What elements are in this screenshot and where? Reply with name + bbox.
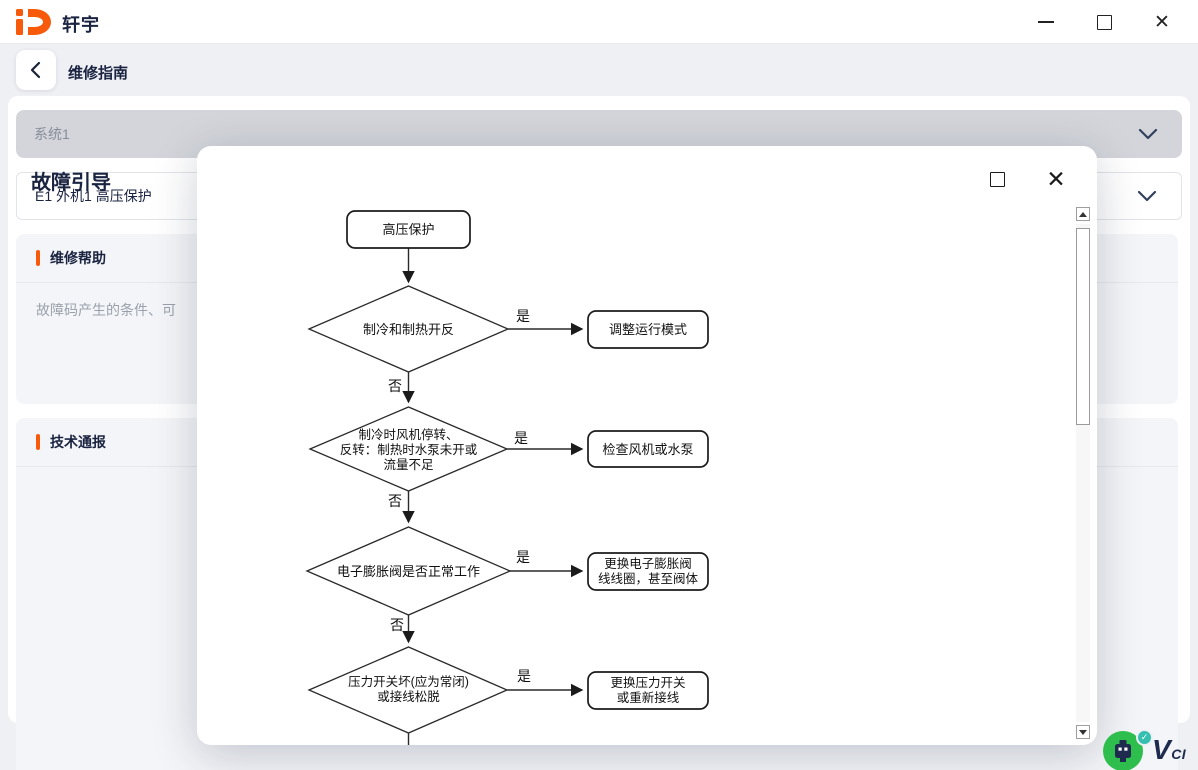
vci-status: ✓ VCI — [1100, 727, 1192, 770]
flow-decision-2: 制冷时风机停转、 反转：制热时水泵未开或 流量不足 — [308, 406, 509, 492]
flow-decision-1: 制冷和制热开反 — [307, 285, 510, 373]
no-label: 否 — [390, 617, 404, 633]
modal-close-button[interactable]: ✕ — [1043, 166, 1069, 192]
vci-connection-button[interactable]: ✓ — [1103, 729, 1153, 770]
svg-text:压力开关坏(应为常闭): 压力开关坏(应为常闭) — [348, 674, 469, 689]
yes-label: 是 — [516, 308, 530, 324]
maximize-icon — [989, 171, 1005, 187]
usb-plug-icon — [1115, 740, 1131, 762]
svg-text:高压保护: 高压保护 — [382, 222, 434, 237]
svg-text:更换电子膨胀阀: 更换电子膨胀阀 — [604, 557, 692, 571]
svg-text:检查风机或水泵: 检查风机或水泵 — [602, 442, 693, 457]
svg-text:反转：制热时水泵未开或: 反转：制热时水泵未开或 — [340, 442, 478, 457]
fault-flowchart: 高压保护 制冷和制热开反 调整运行模式 制冷时风机停转、 反转：制热时水泵未开或… — [305, 210, 709, 745]
back-button[interactable] — [16, 50, 56, 90]
svg-text:调整运行模式: 调整运行模式 — [609, 322, 687, 337]
vci-logo: VCI — [1152, 734, 1187, 765]
svg-text:或接线松脱: 或接线松脱 — [377, 689, 440, 704]
titlebar: 轩宇 ✕ — [0, 0, 1198, 44]
svg-text:制冷和制热开反: 制冷和制热开反 — [363, 322, 454, 337]
flow-node-start: 高压保护 — [346, 210, 471, 249]
no-label: 否 — [388, 493, 402, 509]
connected-check-icon: ✓ — [1136, 729, 1153, 746]
window-close-button[interactable]: ✕ — [1140, 0, 1184, 44]
svg-text:线线圈，甚至阀体: 线线圈，甚至阀体 — [598, 572, 699, 586]
yes-label: 是 — [514, 430, 528, 446]
system-dropdown-label: 系统1 — [34, 126, 70, 142]
close-icon: ✕ — [1154, 11, 1170, 33]
flow-result-4: 更换压力开关 或重新接线 — [587, 671, 709, 710]
svg-text:流量不足: 流量不足 — [383, 458, 434, 472]
flow-result-2: 检查风机或水泵 — [587, 430, 709, 468]
brand-logo-icon — [16, 9, 51, 35]
window-minimize-button[interactable] — [1024, 0, 1068, 44]
svg-text:或重新接线: 或重新接线 — [617, 690, 680, 705]
chevron-down-icon — [1137, 190, 1157, 202]
chevron-left-icon — [30, 61, 41, 79]
repair-help-body: 故障码产生的条件、可 — [36, 302, 176, 318]
yes-label: 是 — [516, 549, 530, 565]
orange-marker — [36, 434, 40, 450]
flow-decision-3: 电子膨胀阀是否正常工作 — [305, 526, 512, 616]
svg-text:制冷时风机停转、: 制冷时风机停转、 — [358, 427, 458, 442]
scroll-up-icon — [1079, 211, 1087, 217]
brand-name: 轩宇 — [62, 15, 100, 35]
yes-label: 是 — [517, 668, 531, 684]
chevron-down-icon — [1138, 128, 1158, 140]
minimize-icon — [1038, 21, 1054, 23]
repair-help-title: 维修帮助 — [50, 250, 106, 266]
page-title: 维修指南 — [68, 65, 129, 82]
flow-result-3: 更换电子膨胀阀 线线圈，甚至阀体 — [587, 552, 709, 591]
flow-result-1: 调整运行模式 — [587, 310, 709, 349]
orange-marker — [36, 250, 40, 266]
no-label: 否 — [388, 378, 402, 394]
modal-maximize-button[interactable] — [986, 168, 1008, 190]
svg-text:电子膨胀阀是否正常工作: 电子膨胀阀是否正常工作 — [337, 564, 480, 579]
scrollbar-thumb[interactable] — [1076, 228, 1090, 425]
fault-code-label: E1 外机1 高压保护 — [35, 188, 152, 204]
window-maximize-button[interactable] — [1082, 0, 1126, 44]
modal-scrollbar — [1073, 204, 1093, 742]
modal-title: 故障引导 — [31, 172, 111, 194]
scrollbar-up-button[interactable] — [1076, 207, 1090, 221]
scrollbar-down-button[interactable] — [1076, 725, 1090, 739]
close-icon: ✕ — [1046, 165, 1066, 192]
svg-text:更换压力开关: 更换压力开关 — [610, 676, 685, 690]
tech-bulletin-title: 技术通报 — [50, 434, 106, 450]
scroll-down-icon — [1079, 729, 1087, 735]
flow-decision-4: 压力开关坏(应为常闭) 或接线松脱 — [307, 646, 509, 734]
maximize-icon — [1096, 14, 1112, 30]
